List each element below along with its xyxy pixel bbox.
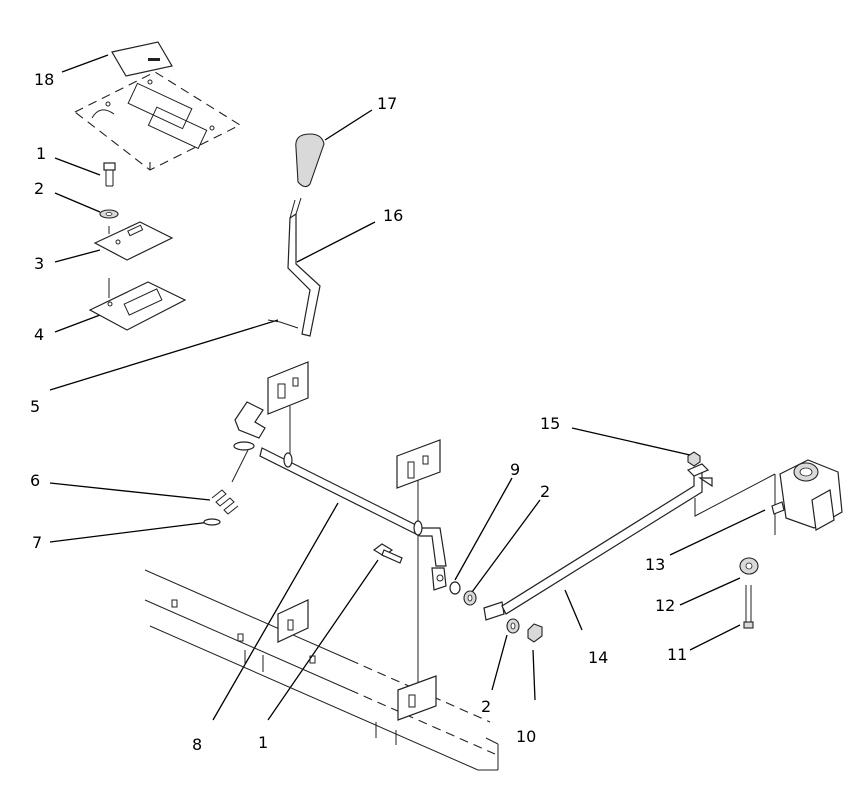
frame-rail (144, 569, 499, 771)
shift-rod-part-8 (259, 447, 447, 591)
spring-part-6 (211, 489, 239, 515)
knob-part-17 (295, 133, 325, 188)
callout-7: 7 (32, 533, 42, 552)
callout-1-lower: 1 (258, 733, 268, 752)
link-rod-part-14 (483, 463, 713, 621)
washer-part-9 (449, 581, 461, 595)
decal-part-18 (111, 41, 173, 77)
callout-4: 4 (34, 325, 44, 344)
callout-2-mid: 2 (540, 482, 550, 501)
nut-part-12 (739, 557, 759, 575)
washer-part-2-upper (99, 209, 119, 219)
callout-2-lower: 2 (481, 697, 491, 716)
washer-part-2-mid (463, 590, 477, 606)
console-plate-outline (73, 71, 242, 171)
callout-16: 16 (383, 206, 403, 225)
callout-12: 12 (655, 596, 675, 615)
callout-18: 18 (34, 70, 54, 89)
washer-part-7 (203, 518, 221, 526)
callout-1-upper: 1 (36, 144, 46, 163)
callout-13: 13 (645, 555, 665, 574)
callout-2-upper: 2 (34, 179, 44, 198)
pivot-bracket (231, 401, 266, 483)
callout-6: 6 (30, 471, 40, 490)
bolt-part-1-lower (372, 543, 403, 564)
callout-14: 14 (588, 648, 608, 667)
cotter-pin-part-5 (267, 319, 299, 329)
transmission-housing (694, 459, 843, 535)
callout-15: 15 (540, 414, 560, 433)
shift-lever-part-16 (287, 197, 321, 337)
bracket-plate-left (267, 361, 309, 470)
washer-part-2-lower (506, 618, 520, 634)
bolt-part-11 (743, 585, 754, 629)
plate-part-4 (88, 278, 187, 331)
plate-part-3 (93, 221, 174, 261)
callout-labels: 18 17 16 1 2 3 4 5 6 7 8 1 9 2 15 14 13 … (30, 70, 687, 754)
nut-part-10 (527, 623, 543, 643)
bracket-plate-right (396, 439, 441, 690)
callout-10: 10 (516, 727, 536, 746)
nut-part-15 (687, 451, 701, 467)
callout-9: 9 (510, 460, 520, 479)
callout-11: 11 (667, 645, 687, 664)
callout-3: 3 (34, 254, 44, 273)
callout-17: 17 (377, 94, 397, 113)
bolt-part-1-upper (103, 162, 116, 187)
leader-lines (49, 54, 766, 721)
callout-5: 5 (30, 397, 40, 416)
callout-8: 8 (192, 735, 202, 754)
